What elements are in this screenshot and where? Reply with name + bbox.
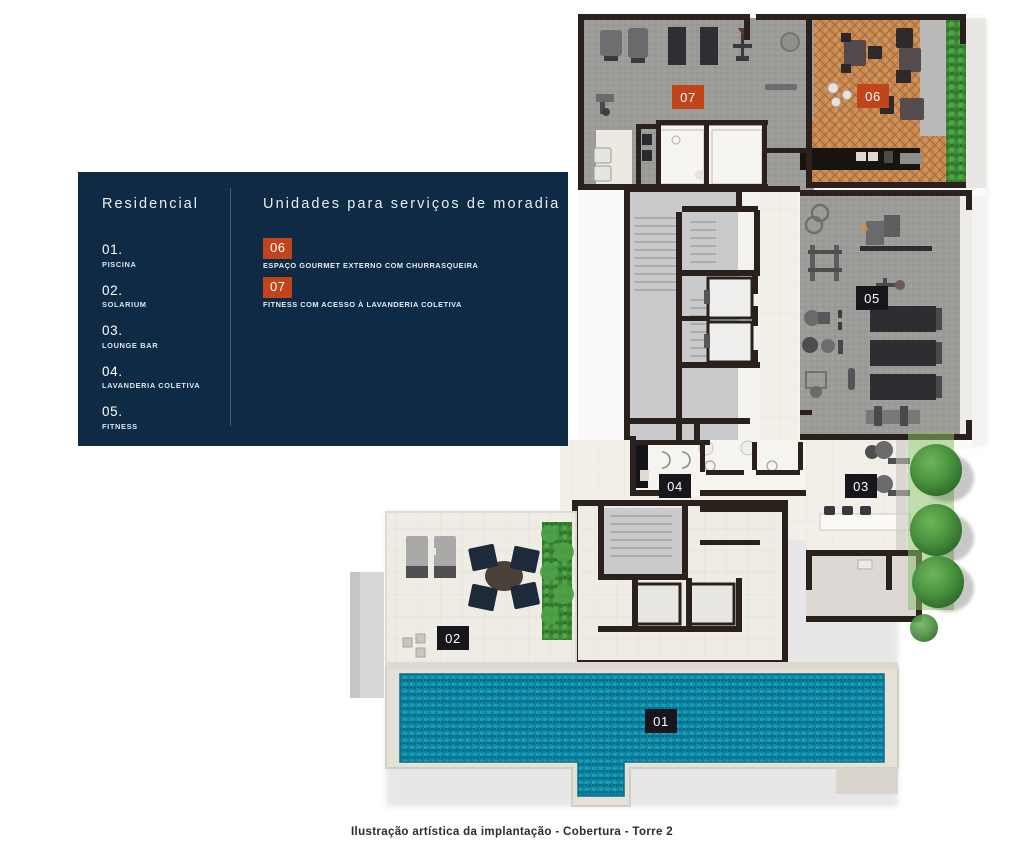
plan-marker-05-label: 05 <box>864 290 880 306</box>
floorplan-illustration <box>350 14 986 807</box>
plan-marker-05[interactable]: 05 <box>856 286 888 310</box>
plan-marker-03[interactable]: 03 <box>845 474 877 498</box>
plan-marker-02[interactable]: 02 <box>437 626 469 650</box>
legend-item-05-number: 05. <box>102 404 123 420</box>
legend-services-list: 06 ESPAÇO GOURMET EXTERNO COM CHURRASQUE… <box>263 238 568 309</box>
legend-residential-column: Residencial 01. PISCINA 02. SOLARIUM 03.… <box>78 172 230 446</box>
legend-item-01: 01. PISCINA <box>102 242 230 269</box>
plan-marker-01[interactable]: 01 <box>645 709 677 733</box>
legend-services-title: Unidades para serviços de moradia <box>263 196 561 212</box>
plan-marker-04[interactable]: 04 <box>659 474 691 498</box>
legend-item-03-label: LOUNGE BAR <box>102 340 159 350</box>
plan-marker-01-label: 01 <box>653 713 669 729</box>
plan-marker-04-label: 04 <box>667 478 683 494</box>
legend-item-04-label: LAVANDERIA COLETIVA <box>102 381 201 391</box>
legend-item-03-number: 03. <box>102 323 123 339</box>
legend-item-05-label: FITNESS <box>102 421 138 431</box>
legend-item-06: 06 ESPAÇO GOURMET EXTERNO COM CHURRASQUE… <box>263 238 568 270</box>
legend-services-column: Unidades para serviços de moradia 06 ESP… <box>230 172 568 446</box>
plan-marker-06-label: 06 <box>865 88 881 104</box>
legend-item-03: 03. LOUNGE BAR <box>102 323 230 350</box>
legend-item-02-label: SOLARIUM <box>102 300 147 310</box>
plan-marker-07-label: 07 <box>680 89 696 105</box>
legend-panel: Residencial 01. PISCINA 02. SOLARIUM 03.… <box>78 172 568 446</box>
legend-divider <box>230 188 231 426</box>
legend-item-06-badge: 06 <box>263 238 293 259</box>
plan-marker-03-label: 03 <box>853 478 869 494</box>
legend-item-07-badge: 07 <box>263 276 293 298</box>
legend-item-05: 05. FITNESS <box>102 404 230 431</box>
legend-residential-list: 01. PISCINA 02. SOLARIUM 03. LOUNGE BAR … <box>102 242 230 431</box>
legend-item-01-label: PISCINA <box>102 259 137 269</box>
plan-marker-02-label: 02 <box>445 630 461 646</box>
plan-caption: Ilustração artística da implantação - Co… <box>350 826 673 838</box>
plan-marker-06[interactable]: 06 <box>857 84 889 108</box>
legend-item-07: 07 FITNESS COM ACESSO À LAVANDERIA COLET… <box>263 276 568 309</box>
legend-residential-title: Residencial <box>102 196 199 212</box>
legend-item-02-number: 02. <box>102 282 123 298</box>
legend-item-04: 04. LAVANDERIA COLETIVA <box>102 364 230 391</box>
legend-item-01-number: 01. <box>102 242 123 257</box>
legend-item-07-label: FITNESS COM ACESSO À LAVANDERIA COLETIVA <box>263 299 462 309</box>
legend-item-04-number: 04. <box>102 363 123 379</box>
plan-marker-07[interactable]: 07 <box>672 85 704 109</box>
legend-item-06-label: ESPAÇO GOURMET EXTERNO COM CHURRASQUEIRA <box>263 260 479 270</box>
legend-item-02: 02. SOLARIUM <box>102 283 230 310</box>
